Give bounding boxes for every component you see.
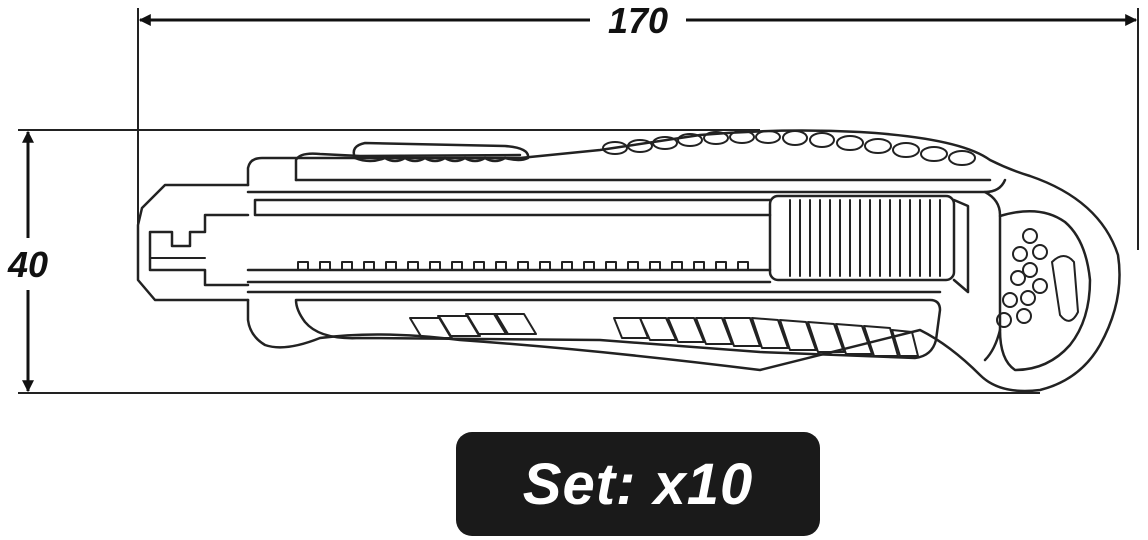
top-bumps	[602, 130, 976, 166]
knife-outline	[136, 129, 1121, 393]
blade-tip	[136, 183, 250, 302]
handle-body	[246, 129, 1121, 393]
blade-notch	[148, 213, 250, 287]
height-label: 40	[7, 244, 48, 285]
set-count-badge: Set: x10	[456, 432, 820, 536]
lower-grip-ribs-right	[613, 317, 919, 357]
end-cap-dots	[996, 228, 1048, 328]
slider-button	[768, 194, 970, 294]
set-count-label: Set: x10	[522, 451, 754, 517]
slider-teeth	[297, 261, 749, 271]
height-dimension: 40	[7, 129, 1040, 394]
length-dimension: 170	[137, 0, 1139, 250]
lower-grip-ribs-left	[409, 313, 537, 339]
length-label: 170	[608, 0, 668, 41]
end-cap	[983, 190, 1092, 372]
top-thumb-grip	[352, 141, 530, 163]
top-rail	[246, 178, 1007, 217]
lower-grip-panel	[294, 298, 942, 360]
